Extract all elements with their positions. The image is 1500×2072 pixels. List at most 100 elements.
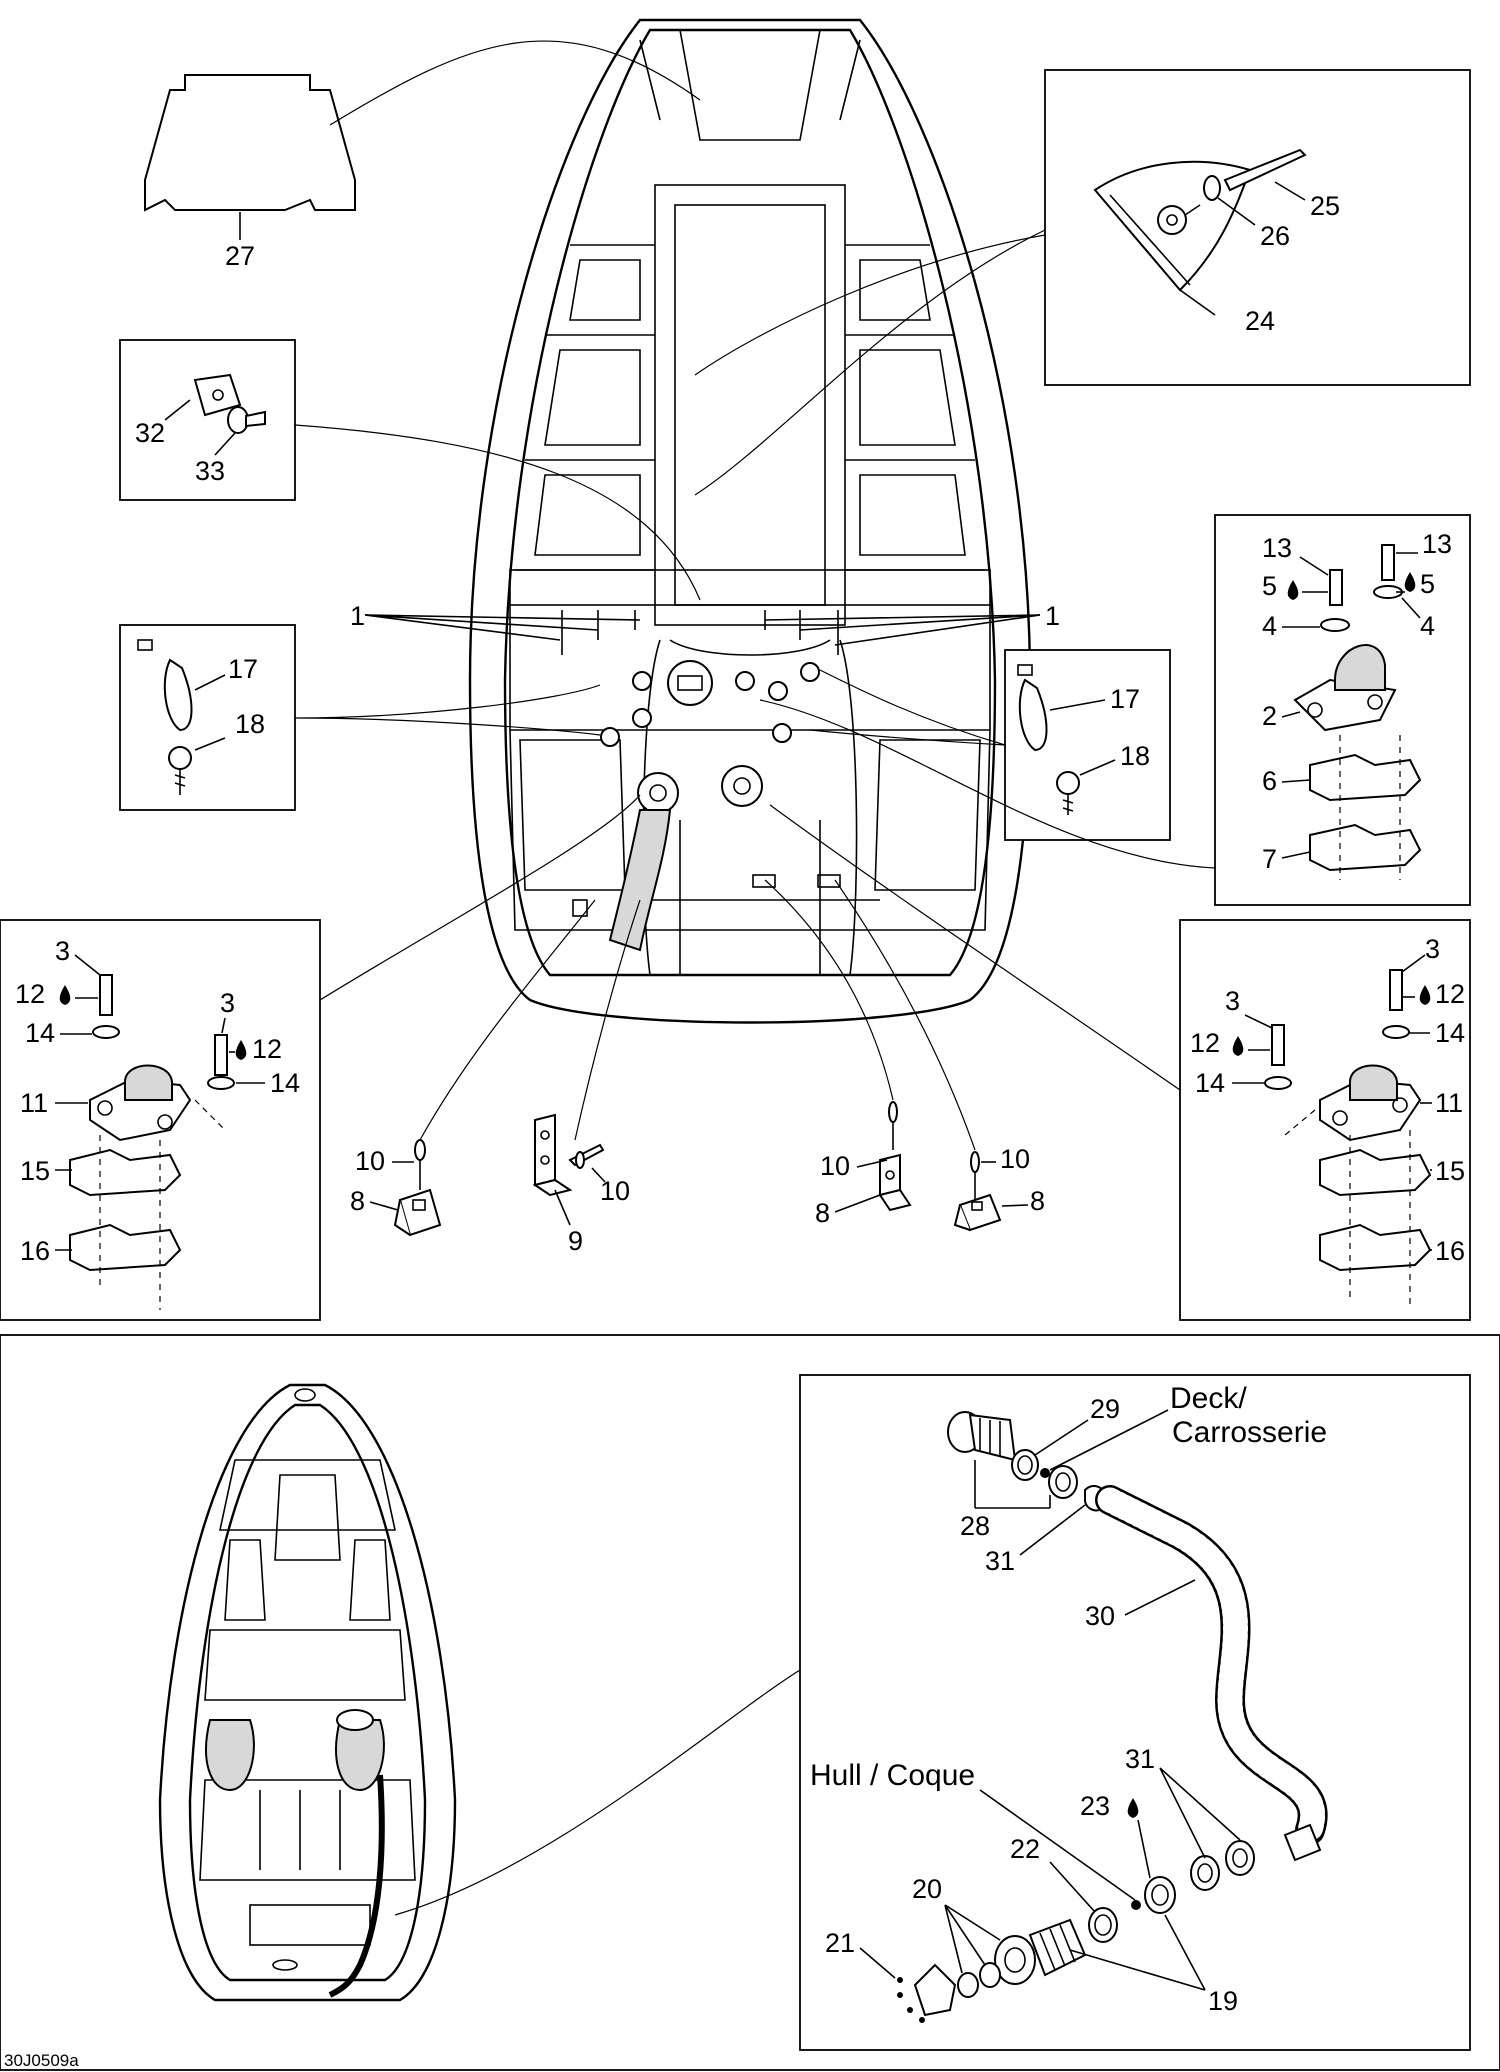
callout-18-right: 18 xyxy=(1120,741,1150,771)
callout-30: 30 xyxy=(1085,1601,1115,1631)
rubber-mount-icon-11-left xyxy=(89,1064,192,1142)
cable-tie-icon-right xyxy=(1018,678,1048,752)
callout-25: 25 xyxy=(1310,191,1340,221)
loctite-drop-icon-12d xyxy=(1232,1036,1244,1056)
plate-6 xyxy=(1309,753,1422,802)
washer-icon-14d xyxy=(1264,1076,1292,1090)
loctite-drop-icon-5b xyxy=(1404,572,1416,592)
callout-26: 26 xyxy=(1260,221,1290,251)
bolt-icon-3b xyxy=(214,1034,228,1076)
callout-6: 6 xyxy=(1262,766,1277,796)
callout-3-right-a: 3 xyxy=(1425,934,1440,964)
bracket-icon-8b xyxy=(878,1153,912,1212)
callout-17-left: 17 xyxy=(228,654,258,684)
label-deck: Deck/ xyxy=(1170,1382,1247,1415)
callout-5-right: 5 xyxy=(1420,569,1435,599)
callout-14-left-a: 14 xyxy=(25,1018,55,1048)
plate-15-left xyxy=(69,1148,182,1197)
parts-box-24-26: 24 26 25 xyxy=(694,69,1471,496)
callout-14-right-b: 14 xyxy=(1195,1068,1225,1098)
parts-box-11-16-left: 3 12 14 3 12 14 11 15 16 xyxy=(0,794,641,1321)
callout-4-left: 4 xyxy=(1262,611,1277,641)
loctite-drop-icon-5a xyxy=(1287,580,1299,600)
callout-11-right: 11 xyxy=(1435,1088,1463,1118)
callout-2: 2 xyxy=(1262,701,1277,731)
callout-10-d: 10 xyxy=(1000,1144,1030,1174)
bolt-icon-3c xyxy=(1389,969,1403,1011)
rubber-mount-icon-11-right xyxy=(1319,1064,1422,1142)
callout-29: 29 xyxy=(1090,1394,1120,1424)
callout-33: 33 xyxy=(195,456,225,486)
loctite-drop-icon-23 xyxy=(1127,1798,1139,1818)
callout-5-left: 5 xyxy=(1262,571,1277,601)
callout-3-left-b: 3 xyxy=(220,988,235,1018)
callout-10-c: 10 xyxy=(820,1151,850,1181)
callout-19: 19 xyxy=(1208,1986,1238,2016)
callout-20: 20 xyxy=(912,1874,942,1904)
callout-15-right: 15 xyxy=(1435,1156,1465,1186)
callout-3-left-a: 3 xyxy=(55,936,70,966)
callout-13-right: 13 xyxy=(1422,529,1452,559)
callout-17-right: 17 xyxy=(1110,684,1140,714)
loctite-drop-icon-12c xyxy=(1419,985,1431,1005)
callout-group-1: 1 1 xyxy=(350,601,1060,646)
callout-8-a: 8 xyxy=(350,1186,365,1216)
callout-23: 23 xyxy=(1080,1791,1110,1821)
callout-9: 9 xyxy=(568,1226,583,1256)
main-hull-top-view xyxy=(468,18,1032,1024)
plate-7 xyxy=(1309,823,1422,872)
callout-16-right: 16 xyxy=(1435,1236,1465,1266)
rubber-mount-left xyxy=(637,772,679,814)
rubber-mount-front xyxy=(667,660,713,706)
bolt-icon-3a xyxy=(99,974,113,1016)
callout-15-left: 15 xyxy=(20,1156,50,1186)
label-hull-coque: Hull / Coque xyxy=(810,1759,975,1792)
callout-12-right-b: 12 xyxy=(1190,1028,1220,1058)
cable-tie-icon-left xyxy=(163,658,193,732)
loctite-drop-icon-12a xyxy=(59,985,71,1005)
parts-box-17-18-left: 17 18 xyxy=(119,624,601,811)
label-carrosserie: Carrosserie xyxy=(1172,1416,1327,1449)
callout-12-left-b: 12 xyxy=(252,1034,282,1064)
parts-box-2-13: 13 5 4 13 5 4 2 6 7 xyxy=(759,514,1471,906)
washer-icon-4a xyxy=(1320,618,1350,632)
callout-31-top: 31 xyxy=(985,1546,1015,1576)
callout-8-b: 8 xyxy=(815,1198,830,1228)
bolt-icon-13b xyxy=(1381,544,1395,581)
callout-1-left: 1 xyxy=(350,601,365,631)
washer-icon-14c xyxy=(1382,1025,1410,1039)
loctite-drop-icon-12b xyxy=(235,1040,247,1060)
callout-31-bottom: 31 xyxy=(1125,1744,1155,1774)
callout-14-right-a: 14 xyxy=(1435,1018,1465,1048)
boat-overview xyxy=(158,1383,801,2002)
callout-1-right: 1 xyxy=(1045,601,1060,631)
bracket-icon-9 xyxy=(532,1113,573,1197)
screw-icon-left xyxy=(168,746,192,770)
plate-16-left xyxy=(69,1223,182,1272)
callout-24: 24 xyxy=(1245,306,1275,336)
bracket-icon-8a xyxy=(393,1188,442,1237)
callout-4-right: 4 xyxy=(1420,611,1435,641)
rubber-mount-icon-2 xyxy=(1293,644,1397,732)
callout-22: 22 xyxy=(1010,1834,1040,1864)
plate-16-right xyxy=(1319,1223,1432,1272)
parts-box-11-16-right: 3 12 14 3 12 14 11 15 16 xyxy=(769,804,1471,1321)
bolt-icon-13a xyxy=(1329,569,1343,606)
screw-icon-right xyxy=(1056,771,1080,795)
callout-12-left-a: 12 xyxy=(15,979,45,1009)
callout-28: 28 xyxy=(960,1511,990,1541)
callout-32: 32 xyxy=(135,418,165,448)
callout-11-left: 11 xyxy=(20,1088,48,1118)
rubber-mount-right xyxy=(721,765,763,807)
bracket-icon-8c xyxy=(953,1193,1002,1232)
callout-10-a: 10 xyxy=(355,1146,385,1176)
brackets-8-9-10: 10 8 10 9 10 8 xyxy=(350,879,1045,1256)
hose-icon xyxy=(608,809,672,952)
callout-21: 21 xyxy=(825,1928,855,1958)
drain-plug-icon-19 xyxy=(994,1918,1087,1985)
callout-8-c: 8 xyxy=(1030,1186,1045,1216)
callout-7: 7 xyxy=(1262,844,1277,874)
parts-box-32-33: 32 33 xyxy=(119,339,701,601)
callout-13-left: 13 xyxy=(1262,533,1292,563)
